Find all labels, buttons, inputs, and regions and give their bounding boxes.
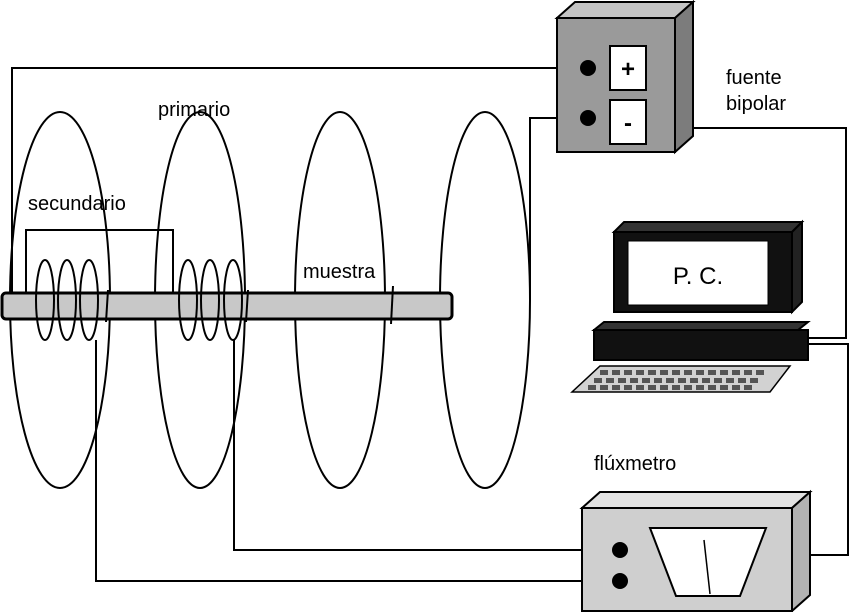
sample-bar [0, 291, 454, 321]
primary-crossing-1 [105, 289, 109, 323]
meter-dial [648, 527, 768, 597]
keyboard-key [624, 370, 632, 375]
keyboard-key [726, 378, 734, 383]
wire-supply-to-pc [690, 127, 847, 339]
bipolar-power-supply: + - [554, 0, 696, 155]
keyboard-keys [588, 370, 764, 390]
keyboard-key [672, 370, 680, 375]
keyboard-key [642, 378, 650, 383]
monitor-top [611, 221, 805, 233]
keyboard-key [744, 370, 752, 375]
keyboard-key [606, 378, 614, 383]
keyboard-key [708, 385, 716, 390]
keyboard-key [624, 385, 632, 390]
wire-primary-to-plus [11, 67, 588, 292]
fluxmeter-terminal-2 [612, 573, 628, 589]
keyboard-key [618, 378, 626, 383]
minus-sign: - [624, 110, 632, 137]
keyboard-key [612, 385, 620, 390]
minus-button [609, 99, 647, 145]
secondary-turn [35, 259, 55, 341]
keyboard-key [690, 378, 698, 383]
fluxmeter-terminal-1 [612, 542, 628, 558]
primary-crossing-3 [390, 285, 394, 325]
keyboard-key [750, 378, 758, 383]
pc-base-unit [593, 329, 809, 361]
plus-button [609, 45, 647, 91]
secondary-bracket [25, 229, 174, 292]
keyboard-key [720, 370, 728, 375]
plus-sign: + [621, 56, 635, 83]
meter-needle [703, 539, 711, 595]
primary-crossing-2 [245, 289, 249, 323]
fluxmeter-side-face [791, 489, 811, 612]
fluxmeter [579, 489, 813, 612]
monitor-screen [627, 240, 769, 306]
secondary-coil-left [35, 259, 99, 341]
label-secundario: secundario [28, 193, 126, 215]
keyboard-key [696, 370, 704, 375]
keyboard-key [594, 378, 602, 383]
keyboard-key [744, 385, 752, 390]
wire-secondary-to-fluxmeter-2 [95, 340, 620, 582]
keyboard-key [660, 385, 668, 390]
keyboard-key [648, 385, 656, 390]
keyboard-key [720, 385, 728, 390]
fluxmeter-top-face [579, 491, 813, 509]
secondary-turn [178, 259, 198, 341]
pc-label: P. C. [673, 263, 723, 290]
keyboard-key [732, 385, 740, 390]
keyboard-key [708, 370, 716, 375]
secondary-turn [79, 259, 99, 341]
label-bipolar: bipolar [726, 93, 786, 115]
keyboard-key [654, 378, 662, 383]
keyboard-key [738, 378, 746, 383]
primary-coil-front [105, 285, 394, 325]
keyboard-key [732, 370, 740, 375]
keyboard-key [684, 385, 692, 390]
keyboard-key [600, 385, 608, 390]
secondary-turn [200, 259, 220, 341]
plus-terminal [580, 60, 596, 76]
secondary-turn [57, 259, 77, 341]
label-muestra: muestra [303, 261, 376, 283]
monitor-side [791, 219, 803, 315]
keyboard-key [672, 385, 680, 390]
supply-top-face [554, 0, 696, 19]
keyboard-key [756, 370, 764, 375]
keyboard-key [612, 370, 620, 375]
keyboard-key [648, 370, 656, 375]
keyboard-key [702, 378, 710, 383]
base-top [591, 321, 811, 331]
wire-secondary-to-fluxmeter-1 [233, 340, 620, 551]
label-fluxmetro: flúxmetro [594, 453, 676, 475]
keyboard-key [636, 385, 644, 390]
keyboard-key [630, 378, 638, 383]
label-primario: primario [158, 99, 230, 121]
keyboard-key [666, 378, 674, 383]
keyboard-key [588, 385, 596, 390]
supply-side-face [674, 0, 694, 155]
keyboard-key [660, 370, 668, 375]
wire-pc-to-fluxmeter [808, 343, 849, 556]
keyboard-key [678, 378, 686, 383]
keyboard-key [636, 370, 644, 375]
minus-terminal [580, 110, 596, 126]
keyboard-key [696, 385, 704, 390]
keyboard-key [600, 370, 608, 375]
keyboard-key [714, 378, 722, 383]
label-fuente: fuente [726, 67, 782, 89]
wiring [11, 67, 849, 582]
keyboard-key [684, 370, 692, 375]
pc-computer: P. C. [570, 219, 811, 393]
